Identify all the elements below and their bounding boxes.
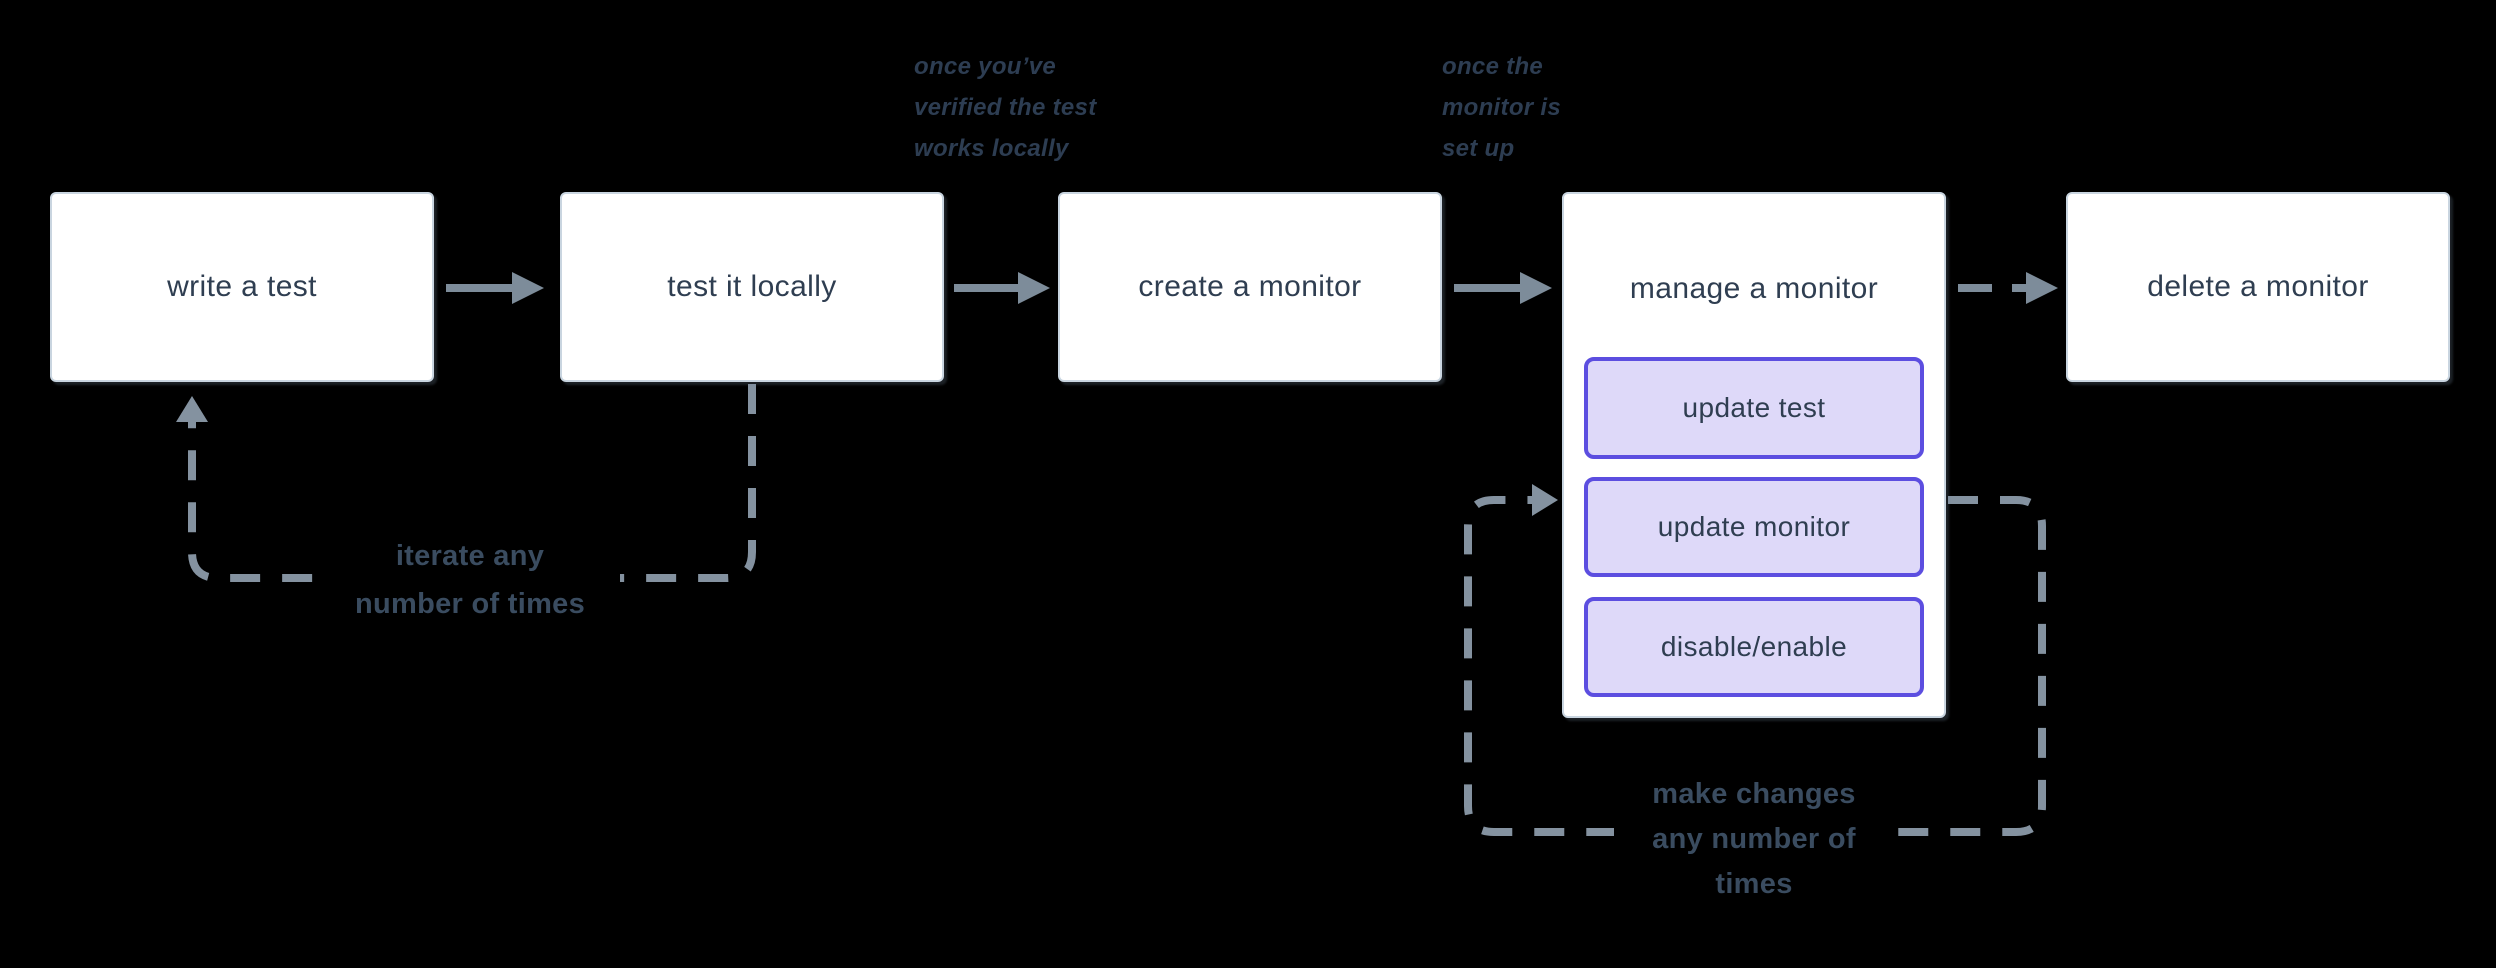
- node-label: write a test: [167, 270, 317, 303]
- loop-iterate-path: [176, 384, 756, 582]
- arrow-manage-to-delete: [1958, 272, 2058, 304]
- loop-label-changes: make changes any number of times: [1614, 772, 1894, 907]
- arrow-write-to-test: [446, 272, 544, 304]
- node-write-a-test: write a test: [50, 192, 434, 382]
- subnode-disable-enable: disable/enable: [1584, 597, 1924, 697]
- subnode-label: disable/enable: [1660, 631, 1848, 662]
- annotation-line: monitor is: [1442, 94, 1562, 121]
- node-label: create a monitor: [1138, 270, 1362, 303]
- node-label: manage a monitor: [1629, 272, 1879, 305]
- node-create-a-monitor: create a monitor: [1058, 192, 1442, 382]
- node-title: manage a monitor: [1564, 194, 1944, 384]
- node-manage-a-monitor: manage a monitor update test update moni…: [1562, 192, 1946, 718]
- loop-label-iterate: iterate any number of times: [320, 532, 620, 628]
- subnode-label: update test: [1682, 392, 1826, 423]
- annotation-line: once the: [1442, 53, 1544, 80]
- node-label: test it locally: [667, 270, 837, 303]
- loop-label-line: make changes: [1652, 778, 1856, 810]
- annotation-line: set up: [1442, 135, 1515, 162]
- loop-label-line: iterate any: [395, 540, 545, 572]
- annotation-once-set-up: once the monitor is set up: [1442, 46, 1561, 169]
- arrow-create-to-manage: [1454, 272, 1552, 304]
- subnode-update-monitor: update monitor: [1584, 477, 1924, 577]
- loop-label-line: times: [1715, 868, 1793, 900]
- annotation-line: works locally: [914, 135, 1069, 162]
- annotation-once-verified: once you’ve verified the test works loca…: [914, 46, 1097, 169]
- annotation-line: once you’ve: [914, 53, 1057, 80]
- subnode-label: update monitor: [1657, 511, 1851, 542]
- node-delete-a-monitor: delete a monitor: [2066, 192, 2450, 382]
- node-label: delete a monitor: [2147, 270, 2369, 303]
- annotation-line: verified the test: [914, 94, 1097, 121]
- node-test-it-locally: test it locally: [560, 192, 944, 382]
- subnode-update-test: update test: [1584, 357, 1924, 459]
- loop-label-line: any number of: [1652, 823, 1856, 855]
- arrow-test-to-create: [954, 272, 1050, 304]
- loop-label-line: number of times: [354, 588, 586, 620]
